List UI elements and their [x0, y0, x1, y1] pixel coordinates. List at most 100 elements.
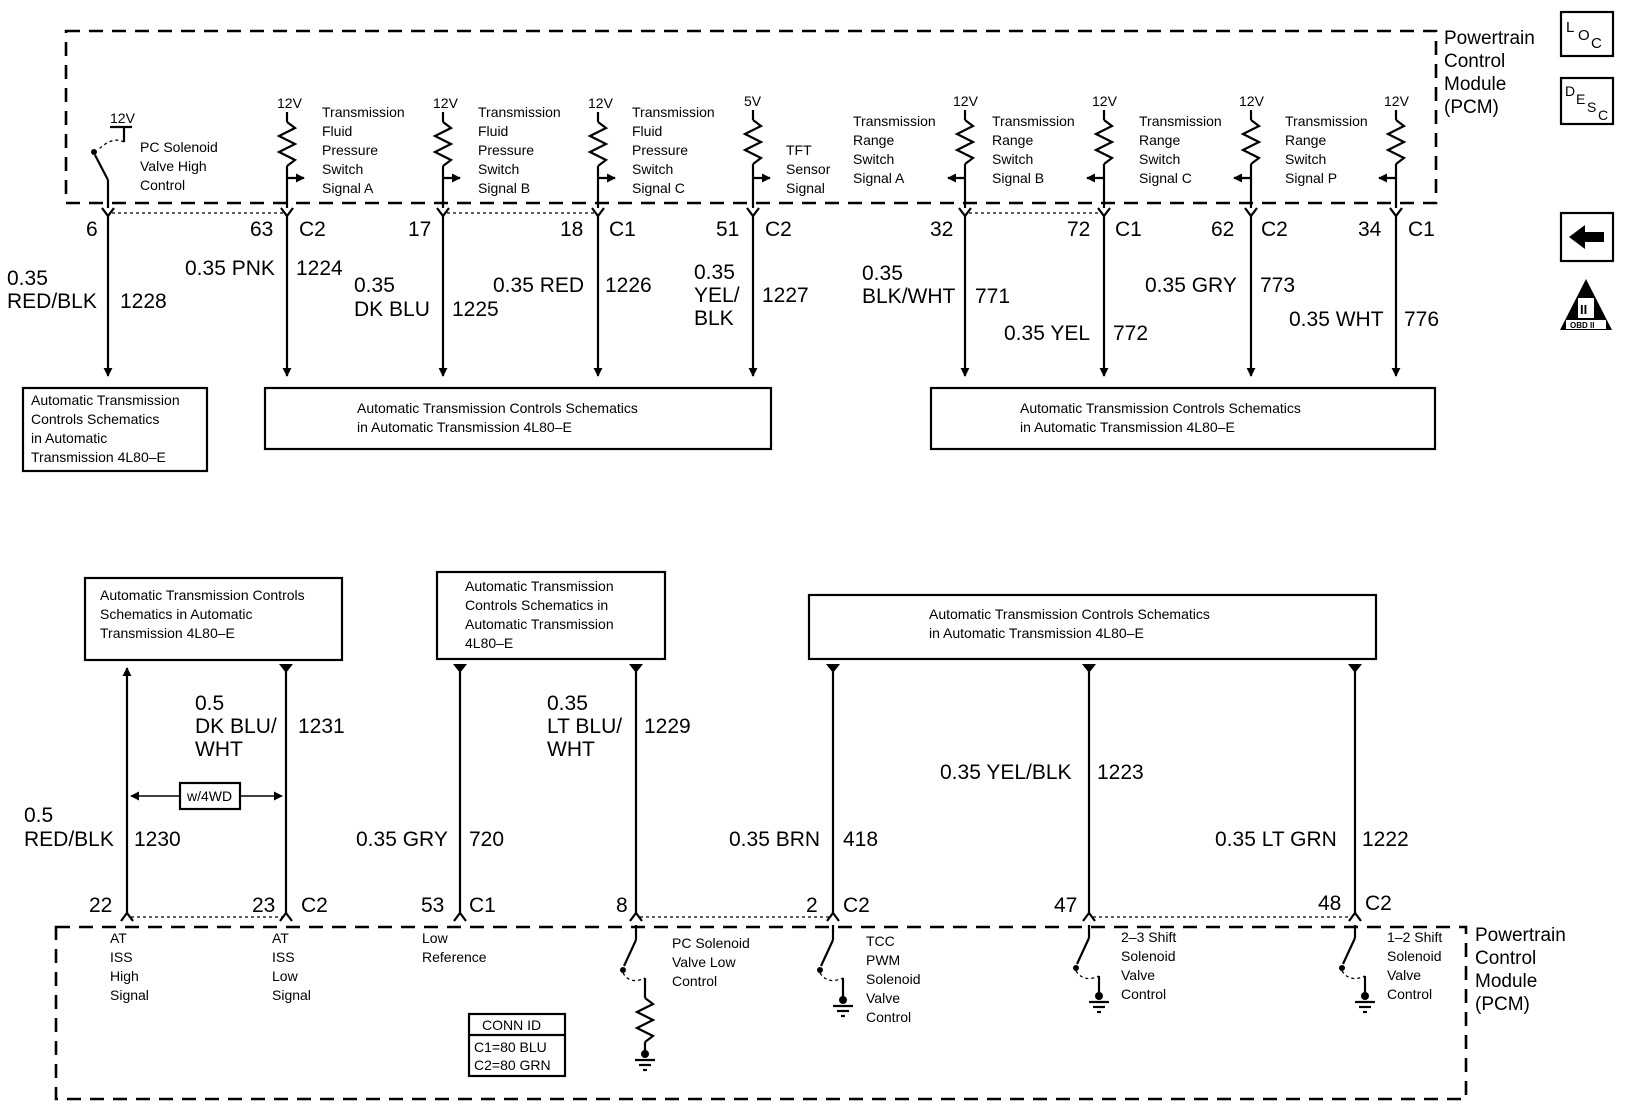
signal-label: Pressure — [478, 142, 534, 158]
signal-label: Switch — [1139, 151, 1180, 167]
signal-label: Signal A — [322, 180, 374, 196]
wire-1231: 23 C2 0.5 DK BLU/ WHT 1231 — [195, 664, 345, 922]
option-label: w/4WD — [186, 788, 232, 804]
wire-color: WHT — [547, 738, 595, 761]
pin-number: 47 — [1054, 894, 1077, 917]
wire-771: 32 0.35 BLK/WHT 771 — [862, 207, 1010, 377]
signal-label: Signal — [272, 987, 311, 1003]
pin-number: 53 — [421, 894, 444, 917]
signal-label: PC Solenoid — [140, 139, 218, 155]
wire-size: 0.35 — [694, 261, 735, 284]
connector-id: C1 — [1115, 218, 1142, 241]
wire-size: 0.35 BRN — [729, 828, 820, 851]
signal-label: Range — [1285, 132, 1326, 148]
top-reference-boxes: Automatic Transmission Controls Schemati… — [21, 386, 1437, 473]
reference-text: Automatic Transmission Controls — [100, 587, 305, 603]
loc-icon[interactable]: L O C — [1559, 10, 1615, 58]
connector-id: C2 — [301, 894, 328, 917]
circuit-number: 1224 — [296, 257, 343, 280]
wire-color: DK BLU — [354, 298, 430, 321]
voltage-label: 12V — [277, 95, 303, 111]
signal-label: Transmission — [853, 113, 936, 129]
wire-773: 62 C2 0.35 GRY 773 — [1145, 207, 1295, 377]
tfp-switch-c-pullup: 12V Transmission Fluid Pressure Switch S… — [587, 95, 715, 208]
circuit-number: 773 — [1260, 274, 1295, 297]
wire-1223: 47 0.35 YEL/BLK 1223 — [940, 664, 1144, 922]
icon-letter: C — [1598, 107, 1608, 123]
pcm-label-line: Module — [1475, 971, 1537, 992]
conn-id-table: CONN ID C1=80 BLU C2=80 GRN — [467, 1012, 567, 1078]
connector-id: C1 — [609, 218, 636, 241]
signal-label: Valve — [1121, 967, 1155, 983]
circuit-number: 1229 — [644, 715, 691, 738]
signal-label: Valve — [1387, 967, 1421, 983]
signal-label: Signal P — [1285, 170, 1337, 186]
reference-box[interactable]: Automatic Transmission Controls Schemati… — [807, 593, 1378, 661]
reference-text: Automatic Transmission — [31, 392, 180, 408]
at-iss-high-signal: AT ISS High Signal — [110, 930, 149, 1003]
signal-label: Pressure — [632, 142, 688, 158]
connector-id: C2 — [765, 218, 792, 241]
reference-text: Controls Schematics — [31, 411, 159, 427]
signal-label: Low — [422, 930, 449, 946]
icon-letter: O — [1578, 27, 1590, 44]
signal-label: Sensor — [786, 161, 831, 177]
conn-id-row: C1=80 BLU — [474, 1039, 547, 1055]
circuit-number: 418 — [843, 828, 878, 851]
signal-label: Switch — [478, 161, 519, 177]
signal-label: Valve High — [140, 158, 207, 174]
signal-label: Low — [272, 968, 299, 984]
pin-number: 6 — [86, 218, 98, 241]
signal-label: Signal B — [992, 170, 1044, 186]
pcm-label-line: (PCM) — [1475, 994, 1530, 1015]
signal-label: Transmission — [322, 104, 405, 120]
trs-signal-a-pullup: 12V Transmission Range Switch Signal A — [853, 93, 979, 208]
wire-418: 2 C2 0.35 BRN 418 — [729, 664, 878, 922]
reference-box[interactable]: Automatic Transmission Controls Schemati… — [435, 570, 667, 661]
bottom-pcm-label: Powertrain Control Module (PCM) — [1475, 925, 1566, 1015]
wire-1226: 18 C1 0.35 RED 1226 — [493, 207, 652, 377]
wire-size: 0.35 GRY — [356, 828, 448, 851]
signal-label: TFT — [786, 142, 812, 158]
pcm-label-line: Control — [1475, 948, 1536, 969]
wire-size: 0.35 — [862, 262, 903, 285]
wire-1224: 63 C2 0.35 PNK 1224 — [185, 207, 343, 377]
wire-size: 0.35 RED — [493, 274, 584, 297]
voltage-label: 12V — [110, 110, 136, 126]
reference-text: in Automatic Transmission 4L80–E — [929, 625, 1144, 641]
signal-label: Fluid — [322, 123, 352, 139]
signal-label: Range — [1139, 132, 1180, 148]
reference-box[interactable]: Automatic Transmission Controls Schemati… — [83, 576, 344, 662]
reference-text: Transmission 4L80–E — [100, 625, 235, 641]
circuit-number: 1226 — [605, 274, 652, 297]
voltage-label: 5V — [744, 93, 762, 109]
low-reference: Low Reference — [422, 930, 487, 965]
circuit-number: 771 — [975, 285, 1010, 308]
signal-label: Solenoid — [866, 971, 921, 987]
w4wd-option: w/4WD — [130, 781, 283, 811]
pcm-label-line: Powertrain — [1475, 925, 1566, 946]
signal-label: Switch — [632, 161, 673, 177]
bottom-wires: 22 0.5 RED/BLK 1230 23 C2 0.5 DK BLU/ WH… — [24, 664, 1409, 922]
wire-size: 0.35 LT GRN — [1215, 828, 1337, 851]
connector-id: C2 — [1365, 892, 1392, 915]
top-wires: 6 0.35 RED/BLK 1228 63 C2 0.35 PNK 1224 … — [7, 207, 1439, 377]
desc-icon[interactable]: D E S C — [1559, 76, 1615, 126]
pin-number: 22 — [89, 894, 112, 917]
wire-size: 0.5 — [24, 804, 53, 827]
pcm-label-line: Module — [1444, 74, 1506, 95]
reference-box[interactable]: Automatic Transmission Controls Schemati… — [929, 386, 1437, 451]
tcc-pwm-solenoid-switch: TCC PWM Solenoid Valve Control — [817, 925, 921, 1025]
reference-box[interactable]: Automatic Transmission Controls Schemati… — [21, 386, 209, 473]
signal-label: Signal C — [632, 180, 685, 196]
reference-box[interactable]: Automatic Transmission Controls Schemati… — [263, 386, 773, 451]
wire-1230: 22 0.5 RED/BLK 1230 — [24, 667, 181, 922]
pin-number: 63 — [250, 218, 273, 241]
connector-id: C2 — [299, 218, 326, 241]
wire-720: 53 C1 0.35 GRY 720 — [356, 664, 504, 922]
signal-label: Switch — [992, 151, 1033, 167]
back-arrow-icon[interactable] — [1559, 211, 1615, 263]
signal-label: 1–2 Shift — [1387, 929, 1442, 945]
signal-label: Signal — [786, 180, 825, 196]
